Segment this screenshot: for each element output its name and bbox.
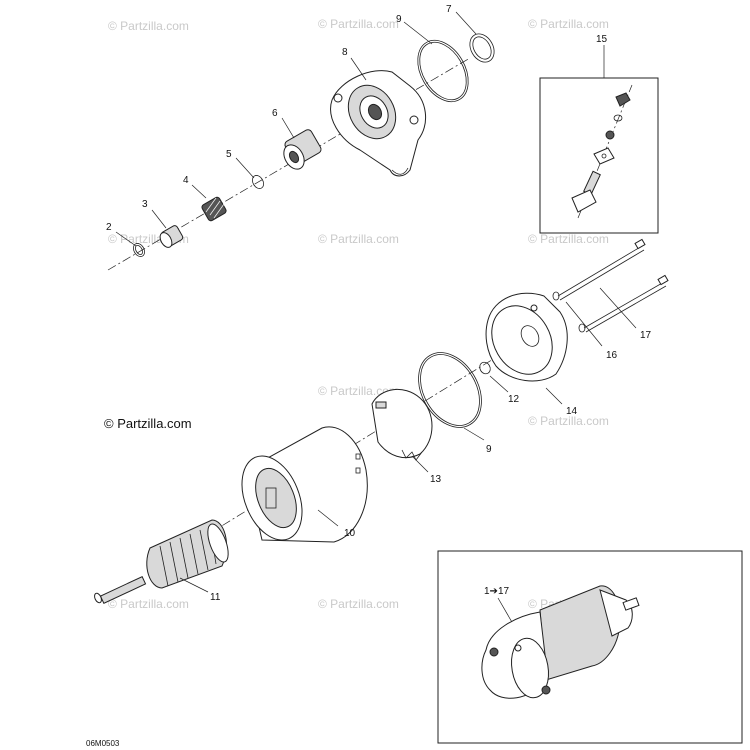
- callout-14: 14: [566, 406, 578, 417]
- watermark: © Partzilla.com: [318, 232, 399, 246]
- part-7-washer: [469, 33, 495, 63]
- copyright-text: © Partzilla.com: [104, 416, 192, 431]
- part-15-inset-box: [539, 77, 659, 234]
- watermark: © Partzilla.com: [528, 414, 609, 428]
- drawing-code: 06M0503: [86, 739, 120, 748]
- callout-5: 5: [226, 149, 232, 160]
- callout-16: 16: [606, 350, 618, 361]
- callout-12: 12: [508, 394, 520, 405]
- part-12-ring: [479, 361, 491, 375]
- callout-11: 11: [210, 592, 221, 603]
- part-3-stop-collar: [159, 225, 184, 248]
- callout-17: 17: [640, 330, 652, 341]
- watermark: © Partzilla.com: [318, 17, 399, 31]
- callout-6: 6: [272, 108, 278, 119]
- part-4-spring: [201, 196, 227, 222]
- callout-15: 15: [596, 34, 608, 45]
- callout-7: 7: [446, 4, 452, 15]
- callout-9-lower: 9: [486, 444, 492, 455]
- part-14-end-housing: [485, 292, 568, 382]
- part-8-drive-housing: [330, 70, 427, 177]
- inset-range-label: 1➔17: [484, 586, 510, 597]
- part-2-circlip: [133, 243, 145, 257]
- part-5-ring: [252, 175, 264, 189]
- watermark: © Partzilla.com: [528, 232, 609, 246]
- part-16-washers: [552, 291, 586, 333]
- part-10-frame: [241, 426, 368, 543]
- watermark: © Partzilla.com: [318, 597, 399, 611]
- leader-lines: [115, 11, 637, 593]
- callout-2: 2: [106, 222, 112, 233]
- callout-3: 3: [142, 199, 148, 210]
- assembled-starter: 1➔17: [481, 585, 640, 699]
- watermark: © Partzilla.com: [318, 384, 399, 398]
- part-11-armature: [94, 519, 229, 605]
- assembled-starter-inset: [437, 550, 743, 744]
- part-15-brush-hardware: [571, 92, 631, 213]
- callout-13: 13: [430, 474, 442, 485]
- part-17-through-bolts: [557, 238, 669, 333]
- watermark: © Partzilla.com: [108, 597, 189, 611]
- callout-8: 8: [342, 47, 348, 58]
- part-13-brush-plate: [371, 389, 433, 461]
- callout-9-upper: 9: [396, 14, 402, 25]
- watermark: © Partzilla.com: [108, 19, 189, 33]
- part-9-o-ring-upper: [417, 39, 469, 103]
- callouts: 2 3 4 5 6 7 8 9 9 10 11 12 13 14 15 16 1…: [106, 4, 652, 603]
- watermark: © Partzilla.com: [528, 17, 609, 31]
- callout-4: 4: [183, 175, 189, 186]
- callout-10: 10: [344, 528, 356, 539]
- part-6-pinion-gear: [283, 129, 322, 170]
